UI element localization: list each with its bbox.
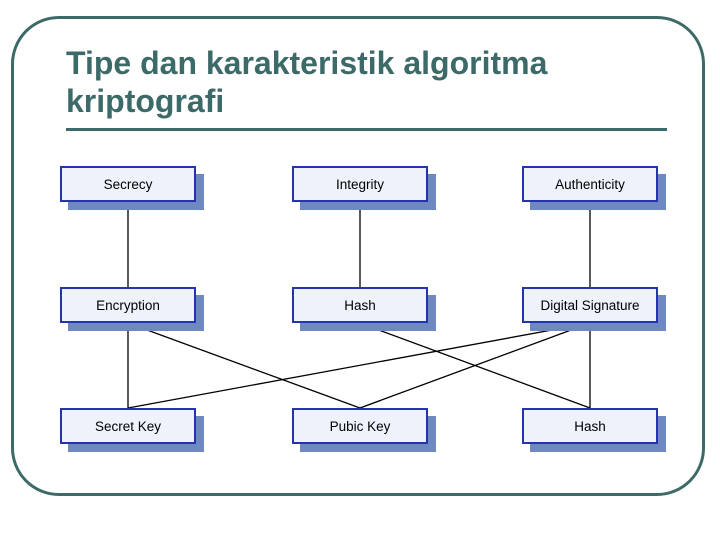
node-pubic-key: Pubic Key xyxy=(292,408,428,444)
slide-border xyxy=(11,16,705,496)
node-hash-key: Hash xyxy=(522,408,658,444)
node-secrecy: Secrecy xyxy=(60,166,196,202)
node-secret-key: Secret Key xyxy=(60,408,196,444)
node-authenticity: Authenticity xyxy=(522,166,658,202)
edge-digital-signature-to-pubic-key xyxy=(359,322,591,409)
node-integrity: Integrity xyxy=(292,166,428,202)
edge-digital-signature-to-secret-key xyxy=(127,322,591,409)
title-underline xyxy=(66,128,667,131)
edge-encryption-to-pubic-key xyxy=(127,322,361,409)
node-hash-function: Hash xyxy=(292,287,428,323)
slide-title: Tipe dan karakteristik algoritma kriptog… xyxy=(66,45,548,119)
node-encryption: Encryption xyxy=(60,287,196,323)
node-digital-signature: Digital Signature xyxy=(522,287,658,323)
